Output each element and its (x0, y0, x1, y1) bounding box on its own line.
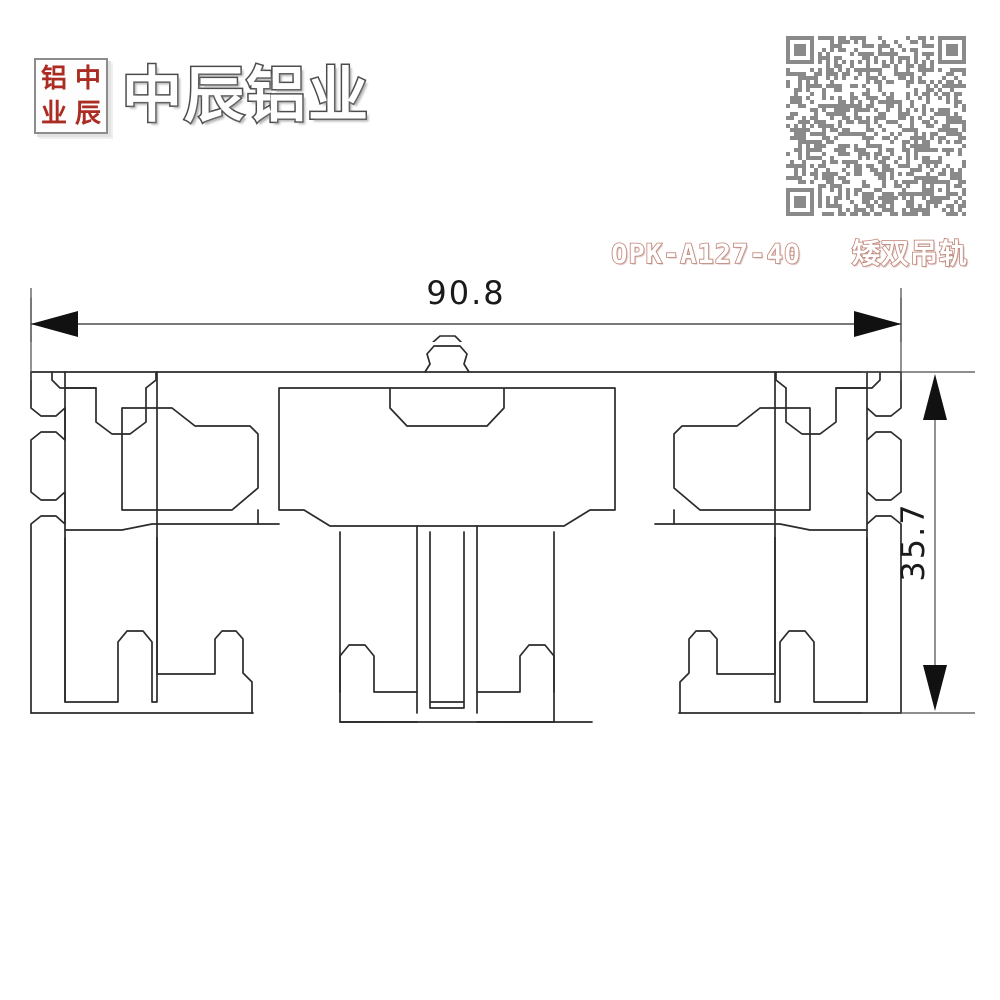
technical-drawing: 90.8 35.7 (0, 262, 1000, 762)
center-upper-chamber (278, 387, 616, 527)
product-title-row: OPK-A127-40 矮双吊轨 (0, 232, 1000, 272)
seal-char-1: 铝 (40, 63, 67, 94)
profile-accurate (30, 345, 902, 723)
dimension-width-label: 90.8 (426, 274, 505, 312)
right-top-notch (775, 371, 881, 389)
left-inner-cavity (121, 407, 259, 511)
center-core (429, 531, 465, 709)
brand-logo: 铝 中 业 辰 中辰铝业 (34, 58, 370, 134)
company-name: 中辰铝业 (121, 61, 370, 131)
seal-char-4: 辰 (74, 98, 101, 129)
slab-left (156, 537, 253, 714)
center-foot-right (476, 644, 555, 693)
canvas-wash (0, 342, 1000, 742)
center-web (416, 525, 478, 714)
product-name-cn: 矮双吊轨 (851, 236, 968, 271)
center-bottom-block (339, 691, 555, 723)
right-hollow-chamber (774, 537, 868, 703)
arrowhead-top (923, 374, 947, 420)
center-foot-left (339, 644, 418, 693)
left-hollow-chamber (64, 537, 158, 703)
qr-code-canvas (786, 36, 966, 216)
arrowhead-right (854, 311, 901, 337)
right-tongue (673, 509, 868, 531)
arrowhead-bottom (923, 665, 947, 711)
left-top-notch (51, 371, 157, 389)
qr-code (786, 36, 966, 216)
product-code: OPK-A127-40 (610, 238, 802, 271)
center-top-notch (424, 345, 470, 373)
left-tongue (64, 509, 259, 531)
right-inner-cavity (673, 407, 811, 511)
outer-edge-right (866, 371, 902, 714)
seal-char-3: 业 (40, 98, 67, 129)
outer-edge-left (30, 371, 66, 714)
arrowhead-left (31, 311, 78, 337)
seal-char-2: 中 (74, 63, 101, 94)
dimension-height-label: 35.7 (894, 502, 932, 581)
slab-right (679, 537, 776, 714)
dimension-annotations: 90.8 35.7 (30, 274, 975, 714)
seal-stamp-icon: 铝 中 业 辰 (34, 58, 108, 134)
